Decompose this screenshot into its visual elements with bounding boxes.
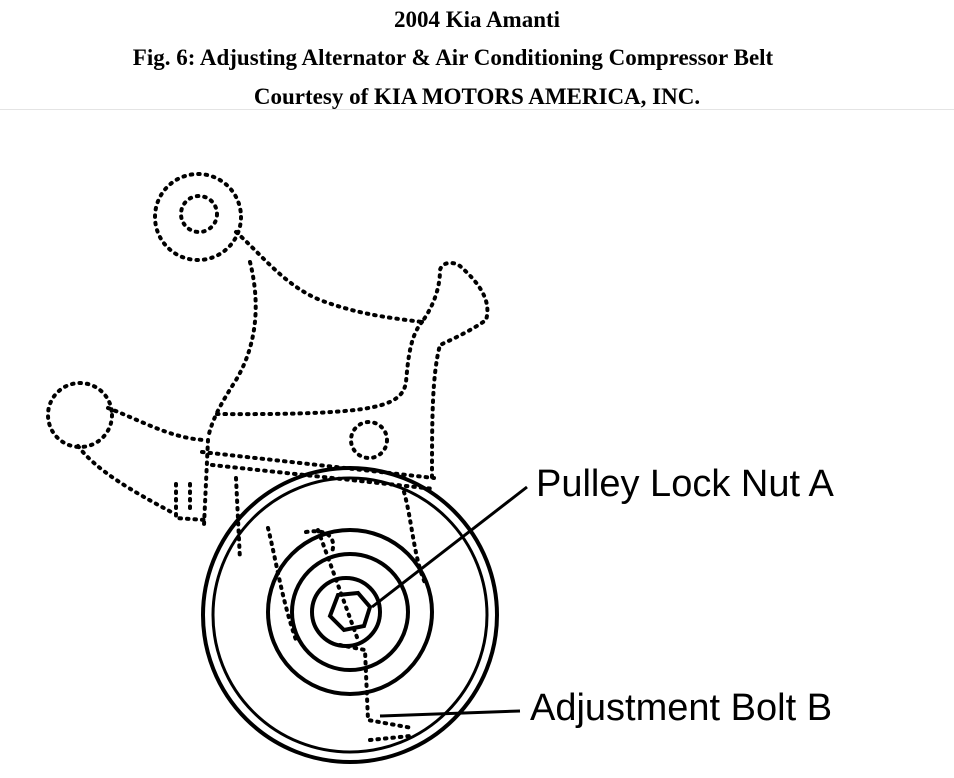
figure-header: 2004 Kia Amanti Fig. 6: Adjusting Altern…	[0, 0, 954, 110]
label-pulley-lock-nut-a: Pulley Lock Nut A	[536, 463, 834, 505]
pulley	[201, 466, 499, 764]
pivot-hole	[349, 420, 389, 460]
pulley-inner-rim	[211, 476, 489, 754]
figure-title: Fig. 6: Adjusting Alternator & Air Condi…	[132, 45, 774, 70]
leader-lines	[371, 485, 528, 718]
pulley-lock-nut-a	[327, 590, 373, 633]
leader-adjustment-bolt	[379, 709, 521, 718]
belt-adjustment-diagram: Pulley Lock Nut A Adjustment Bolt B	[46, 172, 834, 764]
vehicle-title: 2004 Kia Amanti	[393, 7, 561, 32]
courtesy-line: Courtesy of KIA MOTORS AMERICA, INC.	[253, 84, 701, 109]
leader-pulley-lock-nut	[371, 485, 528, 609]
mounting-bracket	[46, 172, 490, 742]
label-adjustment-bolt-b: Adjustment Bolt B	[530, 687, 832, 729]
pulley-hub-ring	[266, 528, 434, 696]
left-mount-boss	[46, 381, 114, 449]
upper-mount-hole	[179, 194, 219, 234]
pulley-outer-rim	[201, 466, 499, 764]
bracket-outline	[76, 230, 490, 742]
pulley-hub-inner	[290, 552, 410, 672]
pulley-center-ring	[310, 576, 382, 648]
upper-mount-boss	[153, 172, 243, 262]
